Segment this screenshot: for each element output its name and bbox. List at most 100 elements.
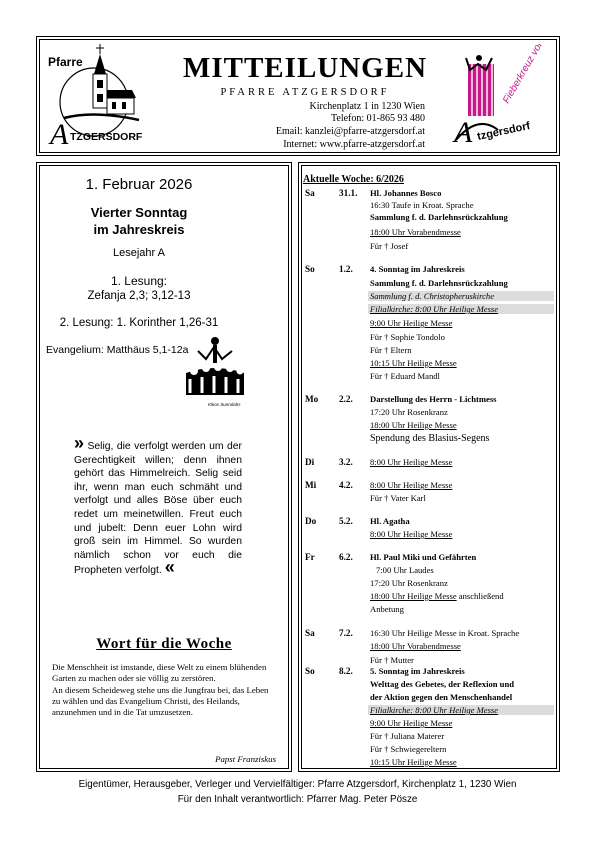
logo-right-initial: A xyxy=(452,116,473,148)
event-line: 18:00 Uhr Vorabendmesse xyxy=(370,227,461,237)
event-line: 18:00 Uhr Vorabendmesse xyxy=(370,641,461,651)
day-label: Mo xyxy=(305,394,319,404)
event-line: 5. Sonntag im Jahreskreis xyxy=(370,666,465,676)
footer-responsible: Für den Inhalt verantwortlich: Pfarrer M… xyxy=(177,794,418,805)
phone: Telefon: 01-865 93 480 xyxy=(330,113,425,124)
event-line: Darstellung des Herrn - Lichtmess xyxy=(370,394,497,404)
event-line: 16:30 Taufe in Kroat. Sprache xyxy=(370,200,474,210)
event-line: Anbetung xyxy=(370,604,404,614)
event-line: 8:00 Uhr Heilige Messe xyxy=(370,529,453,539)
quote-text: Selig, die verfolgt werden um der Gerech… xyxy=(74,441,242,577)
address: Kirchenplatz 1 in 1230 Wien xyxy=(309,101,426,112)
event-line-highlight: Filialkirche: 8:00 Uhr Heilige Messe xyxy=(368,304,554,314)
event-line: 17:20 Uhr Rosenkranz xyxy=(370,578,448,588)
evangelium: Evangelium: Matthäus 5,1-12a xyxy=(46,344,189,356)
left-column-frame xyxy=(36,162,292,772)
lesung1: Zefanja 2,3; 3,12-13 xyxy=(87,290,191,302)
lesung1-label: 1. Lesung: xyxy=(110,274,168,288)
event-line: 4. Sonntag im Jahreskreis xyxy=(370,264,465,274)
logo-text-pfarre: Pfarre xyxy=(48,55,83,69)
event-line: 8:00 Uhr Heilige Messe xyxy=(370,457,453,467)
event-line-suffix: anschließend xyxy=(456,591,504,601)
right-column-frame-inner xyxy=(301,165,557,769)
day-date: 2.2. xyxy=(339,394,353,404)
event-line: 10:15 Uhr Heilige Messe xyxy=(370,358,457,368)
event-line: 17:20 Uhr Rosenkranz xyxy=(370,407,448,417)
event-line: Für † Vater Karl xyxy=(370,493,426,503)
email: Email: kanzlei@pfarre-atzgersdorf.at xyxy=(275,126,425,137)
wort-text: Die Menschheit ist imstande, diese Welt … xyxy=(52,662,278,718)
footer-publisher: Eigentümer, Herausgeber, Verleger und Ve… xyxy=(78,779,517,790)
event-line: Für † Josef xyxy=(370,241,409,251)
quote-close-mark: « xyxy=(164,557,175,578)
week-title: Aktuelle Woche: 6/2026 xyxy=(303,174,404,185)
day-date: 4.2. xyxy=(339,480,353,490)
event-line: Sammlung f. d. Darlehnsrückzahlung xyxy=(370,278,508,288)
event-line: Für † Mutter xyxy=(370,655,414,665)
event-line: Für † Juliana Materer xyxy=(370,731,445,741)
event-line: Hl. Johannes Bosco xyxy=(370,188,442,198)
crowd-icon xyxy=(186,337,244,395)
event-line: 8:00 Uhr Heilige Messe xyxy=(370,480,453,490)
day-label: Do xyxy=(305,516,317,526)
day-label: Sa xyxy=(305,628,315,638)
parish-logo: Pfarre A TZGERSDORF xyxy=(44,40,156,151)
event-line: Für † Eduard Mandl xyxy=(370,371,440,381)
left-column-frame-inner xyxy=(39,165,289,769)
event-line: 7:00 Uhr Laudes xyxy=(376,565,434,575)
wort-text-1: Die Menschheit ist imstande, diese Welt … xyxy=(52,662,267,684)
event-line: Spendung des Blasius-Segens xyxy=(370,433,490,444)
event-line: 10:15 Uhr Heilige Messe xyxy=(370,757,457,767)
lesejahr: Lesejahr A xyxy=(113,247,165,259)
event-line: 9:00 Uhr Heilige Messe xyxy=(370,318,453,328)
day-date: 1.2. xyxy=(339,264,353,274)
event-line: der Aktion gegen den Menschenhandel xyxy=(370,692,513,702)
event-line: Welttag des Gebetes, der Reflexion und xyxy=(370,679,515,689)
day-date: 5.2. xyxy=(339,516,353,526)
newsletter-title: MITTEILUNGEN xyxy=(182,52,428,84)
sermon-illustration xyxy=(186,333,244,403)
event-line: 16:30 Uhr Heilige Messe in Kroat. Sprach… xyxy=(370,628,520,638)
event-line: 18:00 Uhr Heilige Messe xyxy=(370,420,457,430)
header-frame xyxy=(36,36,560,156)
crucifix-icon: Fieberkreuz von A tzgersdorf xyxy=(452,38,547,149)
day-label: Di xyxy=(305,457,315,467)
day-date: 31.1. xyxy=(339,188,358,198)
day-date: 7.2. xyxy=(339,628,353,638)
day-date: 6.2. xyxy=(339,552,353,562)
event-line: 18:00 Uhr Heilige Messe anschließend xyxy=(370,591,504,601)
event-line: 9:00 Uhr Heilige Messe xyxy=(370,718,453,728)
day-label: So xyxy=(305,264,315,274)
event-line: Sammlung f. d. Darlehnsrückzahlung xyxy=(370,212,508,222)
lesung2: 2. Lesung: 1. Korinther 1,26-31 xyxy=(59,317,219,329)
day-date: 8.2. xyxy=(339,666,353,676)
logo-text-atzgersdorf: TZGERSDORF xyxy=(70,131,143,143)
sunday-date: 1. Februar 2026 xyxy=(85,176,193,193)
event-line: Für † Schwiegereltern xyxy=(370,744,447,754)
internet: Internet: www.pfarre-atzgersdorf.at xyxy=(283,139,425,150)
gospel-quote: » Selig, die verfolgt werden um der Gere… xyxy=(74,434,242,578)
logo-initial: A xyxy=(48,118,69,148)
event-line: Für † Eltern xyxy=(370,345,412,355)
right-column-frame xyxy=(298,162,560,772)
wort-text-2: An diesem Scheideweg stehe uns die Jungf… xyxy=(52,684,269,718)
sunday-name-line1: Vierter Sonntag xyxy=(90,205,188,220)
day-date: 3.2. xyxy=(339,457,353,467)
fieberkreuz-logo: Fieberkreuz von A tzgersdorf xyxy=(448,38,558,149)
day-label: So xyxy=(305,666,315,676)
sunday-name-line2: im Jahreskreis xyxy=(93,222,185,237)
header-frame-inner xyxy=(39,39,557,153)
church-icon: Pfarre A TZGERSDORF xyxy=(48,44,143,151)
quote-open-mark: » xyxy=(74,433,85,453)
event-line: Hl. Agatha xyxy=(370,516,410,526)
day-label: Fr xyxy=(305,552,315,562)
event-line: Hl. Paul Miki und Gefährten xyxy=(370,552,477,562)
event-line-highlight: Sammlung f. d. Christopheruskirche xyxy=(368,291,554,301)
wort-author: Papst Franziskus xyxy=(215,754,276,764)
event-line: Für † Sophie Tondolo xyxy=(370,332,445,342)
image-credit: Kikos Sunndahs xyxy=(208,402,241,407)
fieberkreuz-text: Fieberkreuz von xyxy=(501,44,547,106)
event-line-underlined: 18:00 Uhr Heilige Messe xyxy=(370,591,457,601)
wort-title: Wort für die Woche xyxy=(96,636,232,652)
day-label: Sa xyxy=(305,188,315,198)
